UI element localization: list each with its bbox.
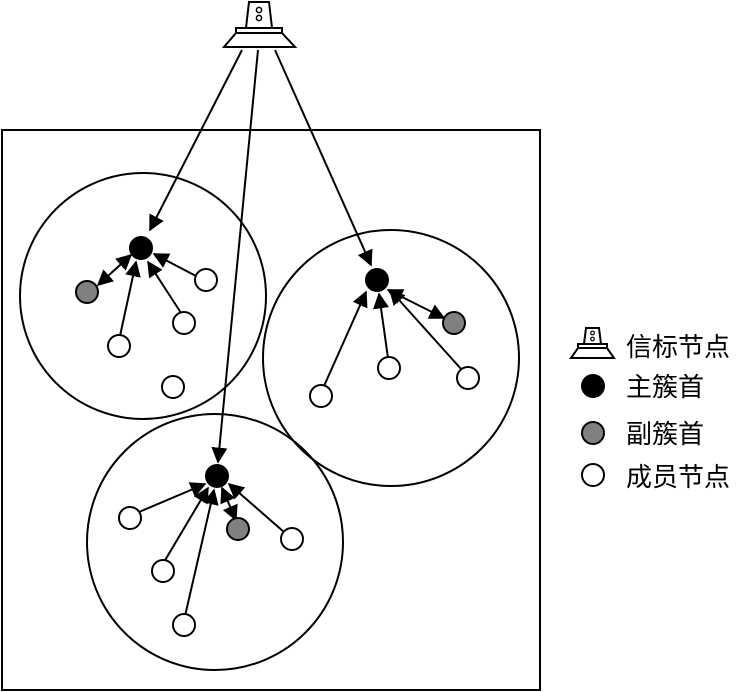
- cluster-3-member-1: [118, 506, 142, 530]
- cluster-2-link-secondary: [386, 289, 446, 319]
- cluster-3-link-member-3: [184, 488, 219, 617]
- cluster-1-secondary-head: [75, 280, 99, 304]
- legend-beacon-icon: [569, 327, 616, 359]
- cluster-2-secondary-head: [442, 311, 466, 335]
- legend-member-marker: [581, 463, 605, 487]
- cluster-1-member-4: [161, 375, 185, 399]
- cluster-3-link-member-4: [227, 482, 285, 533]
- cluster-3-member-3: [151, 559, 175, 583]
- cluster-2-member-2: [456, 366, 480, 390]
- legend: 信标节点 主簇首 副簇首 成员节点: [569, 327, 730, 493]
- cluster-2-primary-head: [365, 268, 389, 292]
- beacon-link-cluster-2: [274, 49, 373, 267]
- cluster-1-primary-head: [129, 236, 153, 260]
- cluster-2-boundary: [262, 229, 520, 487]
- cluster-3-link-member-2: [163, 486, 209, 563]
- cluster-1-link-member-1: [119, 260, 141, 337]
- cluster-1-link-member-3: [152, 253, 197, 277]
- cluster-3-link-secondary: [220, 486, 238, 522]
- legend-member-label: 成员节点: [626, 463, 730, 493]
- cluster-2-member-3: [309, 384, 333, 408]
- beacon-link-cluster-1: [149, 49, 243, 232]
- cluster-3-secondary-head: [226, 517, 250, 541]
- legend-primary-head-marker: [581, 374, 605, 398]
- cluster-3-primary-head: [205, 464, 229, 488]
- cluster-1-link-secondary: [96, 253, 133, 287]
- legend-secondary-head-label: 副簇首: [626, 420, 704, 450]
- cluster-3-member-4: [172, 613, 196, 637]
- legend-beacon-label: 信标节点: [626, 333, 730, 363]
- cluster-1-member-3: [107, 334, 131, 358]
- cluster-2-member-1: [377, 356, 401, 380]
- cluster-3-member-2: [280, 527, 304, 551]
- monitoring-area: [1, 129, 541, 691]
- beacon-icon: [221, 1, 298, 48]
- cluster-1-link-member-2: [147, 260, 184, 317]
- legend-primary-head-label: 主簇首: [626, 373, 704, 403]
- legend-secondary-head-marker: [581, 421, 605, 445]
- cluster-3-boundary: [86, 413, 344, 671]
- beacon-link-cluster-3: [211, 49, 259, 464]
- cluster-2-link-member-3: [388, 288, 463, 371]
- cluster-2-link-member-1: [323, 290, 368, 387]
- cluster-1-member-2: [172, 311, 196, 335]
- cluster-1-boundary: [19, 172, 267, 420]
- cluster-1-member-1: [194, 268, 218, 292]
- cluster-2-link-member-2: [373, 292, 389, 359]
